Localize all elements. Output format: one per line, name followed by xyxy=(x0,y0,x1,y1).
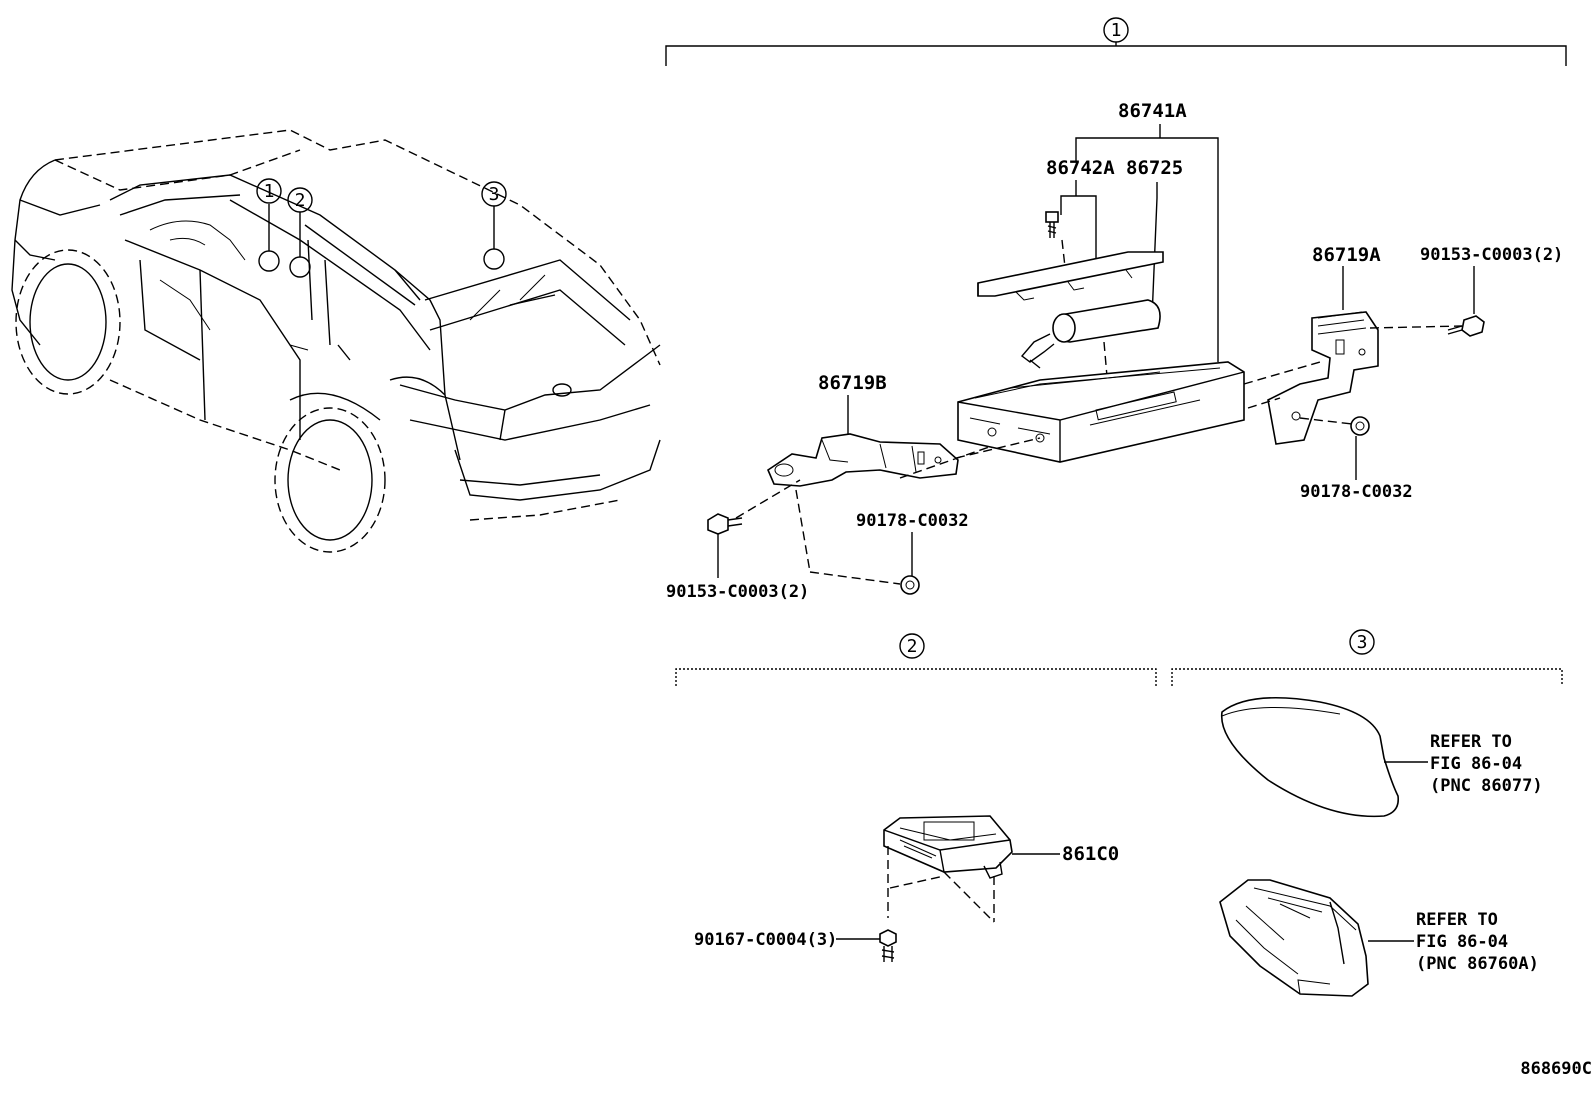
section-3-bracket: 3 xyxy=(1171,629,1563,686)
main-unit xyxy=(957,361,1245,463)
label-86742A: 86742A xyxy=(1046,157,1115,179)
label-90153-left: 90153-C0003(2) xyxy=(666,582,809,602)
module-861C0 xyxy=(883,815,1013,879)
section-2-bracket: 2 xyxy=(675,633,1157,686)
bracket-86719A xyxy=(1267,311,1379,445)
nut-90178-left xyxy=(900,575,920,595)
svg-text:3: 3 xyxy=(489,184,500,205)
refer-bottom-line3: (PNC 86760A) xyxy=(1416,954,1539,974)
label-861C0: 861C0 xyxy=(1062,843,1119,865)
svg-text:3: 3 xyxy=(1357,632,1368,653)
label-90167: 90167-C0004(3) xyxy=(694,930,837,950)
svg-text:1: 1 xyxy=(264,181,275,202)
refer-top-line1: REFER TO xyxy=(1430,732,1512,752)
antenna-86077 xyxy=(1220,696,1400,818)
svg-text:2: 2 xyxy=(907,636,918,657)
vehicle-illustration xyxy=(11,129,661,553)
label-86719A: 86719A xyxy=(1312,244,1381,266)
bolt-90153-right xyxy=(1447,315,1485,337)
label-90153-right: 90153-C0003(2) xyxy=(1420,245,1563,265)
section-1-bracket: 1 xyxy=(665,17,1567,66)
label-86725: 86725 xyxy=(1126,157,1183,179)
nut-90178-right xyxy=(1350,416,1370,436)
svg-text:2: 2 xyxy=(295,190,306,211)
battery-86725 xyxy=(1020,299,1161,389)
figure-code: 868690C xyxy=(1520,1059,1592,1079)
refer-bottom-line1: REFER TO xyxy=(1416,910,1498,930)
screw-86742A xyxy=(1045,211,1066,268)
leader-86741A xyxy=(1075,137,1219,362)
bracket-86719B xyxy=(767,433,959,487)
label-86719B: 86719B xyxy=(818,372,887,394)
bolt-90167 xyxy=(879,929,897,962)
label-86741A: 86741A xyxy=(1118,100,1187,122)
label-90178-right: 90178-C0032 xyxy=(1300,482,1413,502)
svg-text:1: 1 xyxy=(1111,20,1122,41)
camera-86760A xyxy=(1219,879,1369,997)
vehicle-callout-2: 2 xyxy=(287,187,313,213)
refer-bottom-line2: FIG 86-04 xyxy=(1416,932,1508,952)
label-90178-left: 90178-C0032 xyxy=(856,511,969,531)
refer-top-line3: (PNC 86077) xyxy=(1430,776,1543,796)
cover-86742A xyxy=(977,251,1164,301)
bolt-90153-left xyxy=(707,513,743,535)
refer-top-line2: FIG 86-04 xyxy=(1430,754,1522,774)
vehicle-callout-1: 1 xyxy=(256,178,282,204)
vehicle-callout-3: 3 xyxy=(481,181,507,207)
